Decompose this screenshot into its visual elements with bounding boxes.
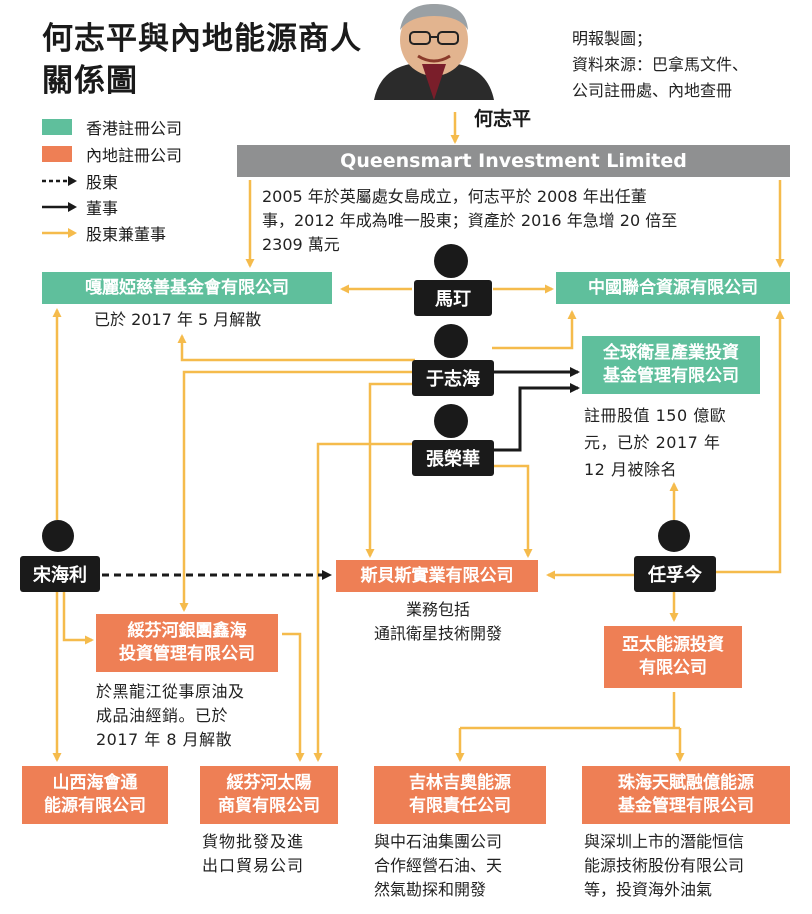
credit-line-3: 公司註冊處、內地查冊 xyxy=(572,81,733,100)
legend-director: 董事 xyxy=(42,196,118,218)
suifen-silver-note-line-1: 於黑龍江從事原油及 xyxy=(96,682,245,701)
suifen-sun-line-2: 商貿有限公司 xyxy=(218,796,320,816)
queensmart-note-line-2: 事，2012 年成為唯一股東；資產於 2016 年急增 20 倍至 xyxy=(262,211,678,230)
zhuhai-line-2: 基金管理有限公司 xyxy=(618,796,754,816)
person-yu-label: 于志海 xyxy=(412,360,494,396)
zhuhai-note: 與深圳上市的潛能恒信 能源技術股份有限公司 等，投資海外油氣 xyxy=(584,830,806,902)
legend-director-label: 董事 xyxy=(86,199,119,218)
suifen-sun-box: 綏芬河太陽 商貿有限公司 xyxy=(200,766,338,824)
suifen-silver-note-line-2: 成品油經銷。已於 xyxy=(96,706,229,725)
legend-both: 股東兼董事 xyxy=(42,222,166,244)
person-ma-label: 馬玎 xyxy=(414,280,492,316)
suifen-silver-line-1: 綏芬河銀團鑫海 xyxy=(127,621,247,641)
asia-pacific-line-2: 有限公司 xyxy=(639,658,707,678)
suifen-sun-line-1: 綏芬河太陽 xyxy=(226,773,312,793)
ho-name-label: 何志平 xyxy=(474,108,532,130)
person-icon xyxy=(658,520,690,552)
legend-ml-label: 內地註冊公司 xyxy=(86,146,183,165)
global-satellite-note-line-1: 註冊股值 150 億歐 xyxy=(584,406,727,425)
title-line-1: 何志平與內地能源商人 xyxy=(42,21,362,57)
global-satellite-note: 註冊股值 150 億歐 元，已於 2017 年 12 月被除名 xyxy=(584,402,774,483)
person-ren-label: 任孚今 xyxy=(634,556,716,592)
legend-ml: 內地註冊公司 xyxy=(42,143,182,165)
jilin-note-line-2: 合作經營石油、天 xyxy=(374,856,503,875)
zhuhai-note-line-1: 與深圳上市的潛能恒信 xyxy=(584,832,745,851)
person-song-label: 宋海利 xyxy=(20,556,100,592)
global-satellite-box: 全球衛星產業投資 基金管理有限公司 xyxy=(582,336,760,394)
shanxi-line-1: 山西海會通 xyxy=(52,773,138,793)
legend-hk-label: 香港註冊公司 xyxy=(86,119,183,138)
person-icon xyxy=(434,324,468,358)
spex-industrial-box: 斯貝斯實業有限公司 xyxy=(336,560,538,592)
title-line-2: 關係圖 xyxy=(42,63,138,99)
zhuhai-note-line-3: 等，投資海外油氣 xyxy=(584,880,713,899)
person-icon xyxy=(434,404,468,438)
suifen-sun-note: 貨物批發及進 出口貿易公司 xyxy=(202,830,362,878)
legend-hk-swatch xyxy=(42,119,72,135)
credit-line-2: 資料來源：巴拿馬文件、 xyxy=(572,55,749,74)
queensmart-note-line-1: 2005 年於英屬處女島成立，何志平於 2008 年出任董 xyxy=(262,187,647,206)
queensmart-company-bar: Queensmart Investment Limited xyxy=(237,145,790,177)
asia-pacific-line-1: 亞太能源投資 xyxy=(622,635,724,655)
person-zhang-label: 張榮華 xyxy=(412,440,494,476)
spex-note: 業務包括 通訊衛星技術開發 xyxy=(338,598,538,646)
spex-note-line-2: 通訊衛星技術開發 xyxy=(373,624,502,643)
suifen-silver-note: 於黑龍江從事原油及 成品油經銷。已於 2017 年 8 月解散 xyxy=(96,680,296,752)
person-icon xyxy=(42,520,74,552)
gali-foundation-box: 嘎麗婭慈善基金會有限公司 xyxy=(42,272,332,304)
asia-pacific-energy-box: 亞太能源投資 有限公司 xyxy=(604,626,742,688)
jilin-note-line-3: 然氣勘探和開發 xyxy=(374,880,487,899)
global-satellite-note-line-2: 元，已於 2017 年 xyxy=(584,433,721,452)
zhuhai-line-1: 珠海天賦融億能源 xyxy=(618,773,754,793)
jilin-line-2: 有限責任公司 xyxy=(409,796,511,816)
ho-portrait-photo xyxy=(370,0,498,100)
suifen-silver-line-2: 投資管理有限公司 xyxy=(119,644,255,664)
credit-line-1: 明報製圖； xyxy=(572,29,653,48)
shanxi-line-2: 能源有限公司 xyxy=(44,796,146,816)
suifen-sun-note-line-2: 出口貿易公司 xyxy=(202,856,305,875)
legend-yellow-arrow-icon xyxy=(42,228,77,238)
suifen-silver-box: 綏芬河銀團鑫海 投資管理有限公司 xyxy=(96,614,278,672)
jilin-line-1: 吉林吉奧能源 xyxy=(409,773,511,793)
source-credit: 明報製圖； 資料來源：巴拿馬文件、 公司註冊處、內地查冊 xyxy=(572,26,748,104)
legend-shareholder: 股東 xyxy=(42,170,118,192)
global-satellite-line-2: 基金管理有限公司 xyxy=(603,366,739,386)
jilin-note: 與中石油集團公司 合作經營石油、天 然氣勘探和開發 xyxy=(374,830,564,902)
legend-dashed-arrow-icon xyxy=(42,176,77,186)
queensmart-note: 2005 年於英屬處女島成立，何志平於 2008 年出任董 事，2012 年成為… xyxy=(262,185,802,257)
legend-solid-arrow-icon xyxy=(42,202,77,212)
gali-note: 已於 2017 年 5 月解散 xyxy=(94,310,262,329)
zhuhai-fund-box: 珠海天賦融億能源 基金管理有限公司 xyxy=(582,766,790,824)
legend-hk: 香港註冊公司 xyxy=(42,116,182,138)
jilin-note-line-1: 與中石油集團公司 xyxy=(374,832,503,851)
spex-note-line-1: 業務包括 xyxy=(405,600,470,619)
jilin-energy-box: 吉林吉奧能源 有限責任公司 xyxy=(374,766,546,824)
zhuhai-note-line-2: 能源技術股份有限公司 xyxy=(584,856,745,875)
global-satellite-line-1: 全球衛星產業投資 xyxy=(603,343,739,363)
legend-shareholder-label: 股東 xyxy=(86,173,119,192)
global-satellite-note-line-3: 12 月被除名 xyxy=(584,460,677,479)
legend-both-label: 股東兼董事 xyxy=(86,225,167,244)
shanxi-energy-box: 山西海會通 能源有限公司 xyxy=(22,766,168,824)
suifen-silver-note-line-3: 2017 年 8 月解散 xyxy=(96,730,233,749)
person-icon xyxy=(434,244,468,278)
diagram-title: 何志平與內地能源商人 關係圖 xyxy=(42,18,362,102)
suifen-sun-note-line-1: 貨物批發及進 xyxy=(202,832,305,851)
legend-ml-swatch xyxy=(42,146,72,162)
queensmart-note-line-3: 2309 萬元 xyxy=(262,235,340,254)
china-united-box: 中國聯合資源有限公司 xyxy=(556,272,790,304)
